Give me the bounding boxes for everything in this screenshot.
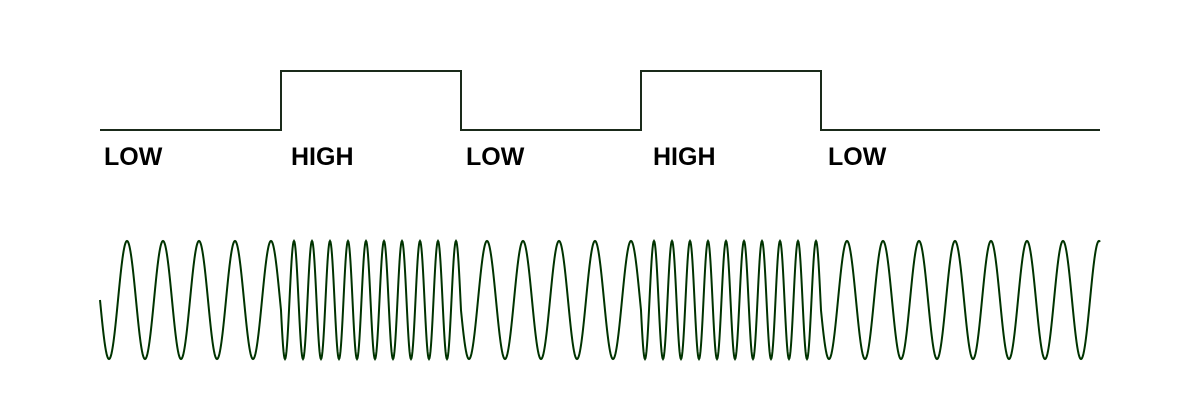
bit-label-low: LOW [104,143,163,171]
fsk-carrier-wave [99,238,1101,362]
bit-label-high: HIGH [653,143,716,171]
bit-label-high: HIGH [291,143,354,171]
digital-signal [100,70,1100,131]
bit-label-low: LOW [466,143,525,171]
bit-label-low: LOW [828,143,887,171]
